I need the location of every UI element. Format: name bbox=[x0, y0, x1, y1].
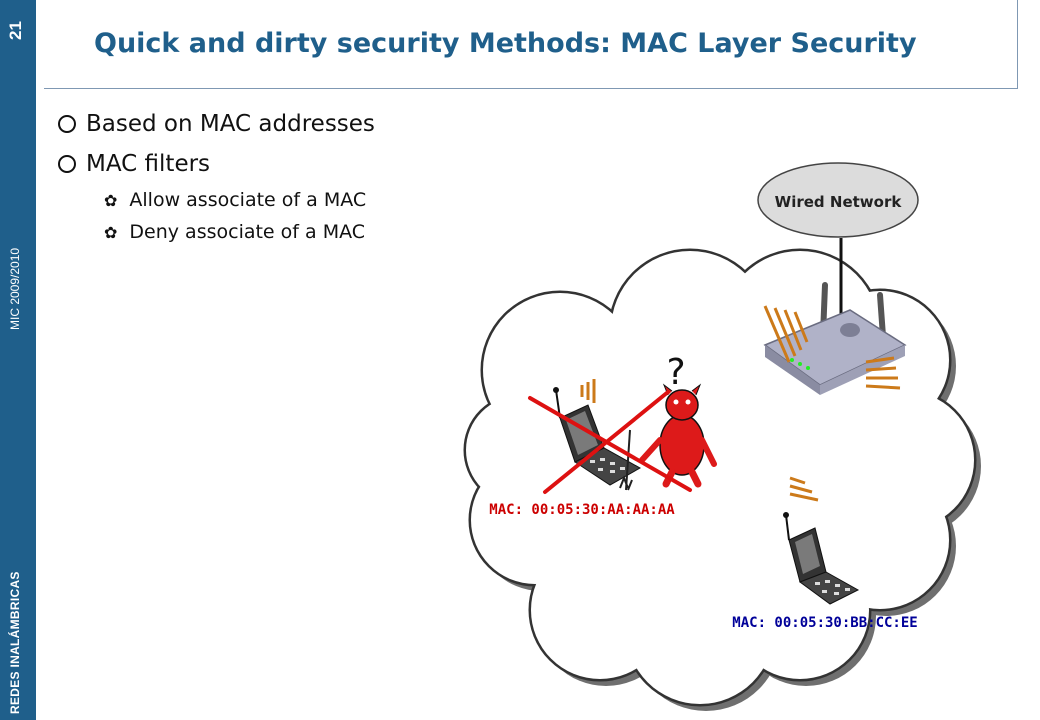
bullet-text: Based on MAC addresses bbox=[86, 111, 375, 137]
sub-bullet-text: Allow associate of a MAC bbox=[129, 189, 367, 211]
sub-bullet-text: Deny associate of a MAC bbox=[129, 221, 366, 243]
denied-mac-label: MAC: 00:05:30:AA:AA:AA bbox=[489, 502, 675, 518]
bullet-item: MAC filters bbox=[58, 144, 375, 184]
sub-bullet-item: ✿ Allow associate of a MAC bbox=[104, 184, 375, 216]
denied-cross-icon bbox=[528, 390, 692, 494]
signal-waves-icon bbox=[580, 379, 596, 403]
signal-waves-icon bbox=[789, 476, 819, 502]
title-divider-vertical bbox=[1017, 0, 1018, 89]
slide-title: Quick and dirty security Methods: MAC La… bbox=[94, 28, 917, 59]
flower-bullet-icon: ✿ bbox=[104, 222, 118, 242]
cloud bbox=[466, 251, 974, 704]
signal-waves-icon bbox=[763, 305, 901, 390]
bullet-text: MAC filters bbox=[86, 151, 211, 177]
bullet-item: Based on MAC addresses bbox=[58, 104, 375, 144]
devil-intruder-icon bbox=[619, 383, 717, 491]
sub-bullet-item: ✿ Deny associate of a MAC bbox=[104, 216, 375, 248]
laptop-icon bbox=[783, 512, 860, 605]
sidebar: 21 MIC 2009/2010 REDES INALÁMBRICAS bbox=[0, 0, 36, 720]
circle-bullet-icon bbox=[58, 115, 76, 133]
wired-network-cloud bbox=[757, 162, 919, 238]
allowed-mac-label: MAC: 00:05:30:BB:CC:EE bbox=[732, 615, 917, 631]
flower-bullet-icon: ✿ bbox=[104, 190, 118, 210]
title-divider bbox=[44, 88, 1018, 89]
wired-network-label: Wired Network bbox=[775, 193, 903, 211]
circle-bullet-icon bbox=[58, 155, 76, 173]
question-mark: ? bbox=[666, 352, 685, 393]
access-point-icon bbox=[763, 282, 907, 395]
bullet-list: Based on MAC addresses MAC filters ✿ All… bbox=[58, 104, 375, 248]
